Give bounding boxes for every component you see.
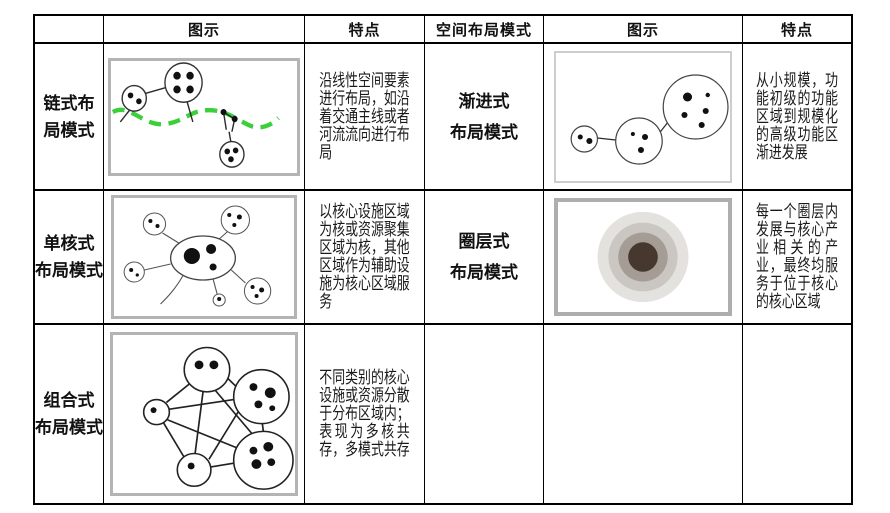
features-text: 从小规模，功能初级的功能区域到规模化的高级功能区渐进发展 — [755, 70, 839, 162]
header-blank — [35, 16, 104, 44]
cell-pattern-progressive: 渐进式 布局模式 — [425, 44, 544, 191]
illustration-frame — [111, 195, 297, 319]
features-text: 每一个圈层内发展与核心产业相关的产业，最终均服务于位于核心的核心区域 — [755, 202, 839, 311]
chain-network-diagram-icon — [111, 61, 280, 168]
header-label: 特点 — [348, 22, 381, 39]
concentric-rings-diagram-icon — [597, 211, 689, 303]
combined-network-diagram-icon — [142, 346, 294, 490]
cell-pattern-rings: 圈层式 布局模式 — [425, 191, 544, 325]
cell-chain-features: 沿线性空间要素进行布局，如沿着交通主线或者河流流向进行布局 — [305, 44, 425, 191]
illustration-frame — [110, 332, 298, 496]
cell-rings-illustration — [544, 191, 743, 325]
features-text: 沿线性空间要素进行布局，如沿着交通主线或者河流流向进行布局 — [319, 70, 410, 162]
header-illustration-left: 图示 — [104, 16, 305, 44]
cell-rings-features: 每一个圈层内发展与核心产业相关的产业，最终均服务于位于核心的核心区域 — [743, 191, 851, 325]
header-label: 图示 — [187, 22, 220, 39]
cell-combined-illustration — [104, 325, 305, 503]
header-pattern-name: 空间布局模式 — [425, 16, 544, 44]
illustration-frame — [108, 57, 300, 176]
cell-single-core-illustration — [104, 191, 305, 325]
layout-patterns-table: 图示 特点 空间布局模式 图示 特点 链式布 局模式 — [33, 14, 853, 505]
cell-single-core-features: 以核心设施区域为核或资源聚集区域为核，其他区域作为辅助设施为核心区域服务 — [305, 191, 425, 325]
cell-chain-illustration — [104, 44, 305, 191]
cell-progressive-features: 从小规模，功能初级的功能区域到规模化的高级功能区渐进发展 — [743, 44, 851, 191]
cell-empty-pattern — [425, 325, 544, 503]
pattern-name-rings: 圈层式 布局模式 — [450, 232, 518, 282]
features-text: 以核心设施区域为核或资源聚集区域为核，其他区域作为辅助设施为核心区域服务 — [319, 202, 410, 311]
features-text: 不同类别的核心设施或资源分散于分布区域内；表现为多核共存，多模式共存 — [319, 368, 410, 459]
illustration-frame — [554, 198, 732, 316]
header-label: 特点 — [780, 22, 813, 39]
cell-empty-features — [743, 325, 851, 503]
pattern-name-chain: 链式布 局模式 — [43, 93, 95, 140]
header-features-left: 特点 — [305, 16, 425, 44]
pattern-name-combined: 组合式 布局模式 — [35, 391, 103, 437]
header-label: 图示 — [626, 22, 659, 39]
row-label-single-core: 单核式 布局模式 — [35, 191, 104, 325]
progressive-growth-diagram-icon — [570, 73, 729, 165]
cell-empty-illustration — [544, 325, 743, 503]
cell-progressive-illustration — [544, 44, 743, 191]
pattern-name-single-core: 单核式 布局模式 — [35, 234, 103, 280]
pattern-name-progressive: 渐进式 布局模式 — [450, 91, 518, 142]
illustration-frame — [554, 50, 732, 183]
header-illustration-right: 图示 — [544, 16, 743, 44]
header-features-right: 特点 — [743, 16, 851, 44]
cell-combined-features: 不同类别的核心设施或资源分散于分布区域内；表现为多核共存，多模式共存 — [305, 325, 425, 503]
single-core-radial-diagram-icon — [123, 205, 272, 307]
row-label-combined: 组合式 布局模式 — [35, 325, 104, 503]
row-label-chain: 链式布 局模式 — [35, 44, 104, 191]
header-label: 空间布局模式 — [435, 22, 532, 39]
